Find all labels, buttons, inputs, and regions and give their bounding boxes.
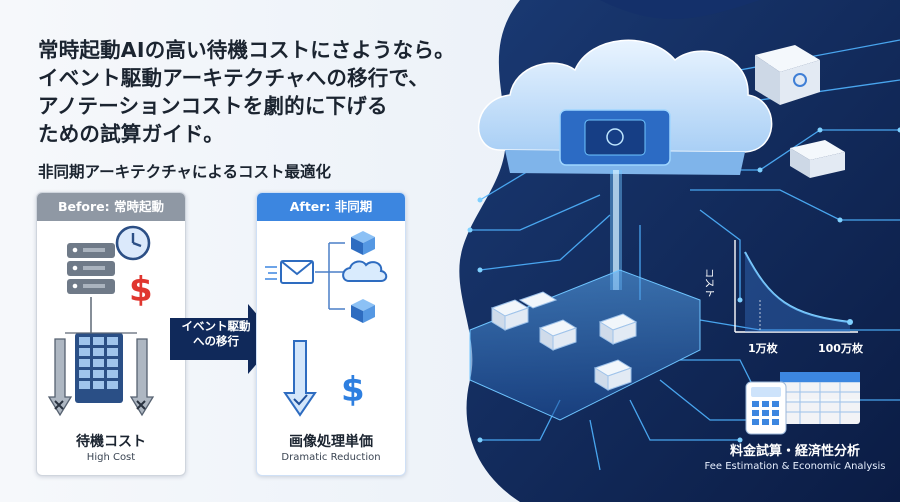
router-icon	[790, 140, 845, 178]
subheading: 非同期アーキテクチャによるコスト最適化	[38, 163, 331, 181]
after-card-title: 画像処理単価	[289, 434, 373, 450]
before-card: Before: 常時起動 $	[36, 192, 186, 476]
envelope-icon	[265, 260, 314, 284]
after-card-subtitle: Dramatic Reduction	[281, 452, 381, 463]
fee-analysis-subtitle: Fee Estimation & Economic Analysis	[704, 461, 886, 472]
dollar-icon: $	[341, 370, 365, 410]
after-illustration: $	[265, 231, 388, 417]
cube-icon	[351, 299, 375, 323]
cost-chart	[734, 240, 858, 333]
grid-table-icon	[75, 333, 123, 403]
before-card-subtitle: High Cost	[86, 452, 136, 463]
processor-chip-icon	[559, 109, 671, 166]
cost-chart-x-tick-2: 100万枚	[818, 342, 863, 355]
server-cube-icon	[755, 45, 820, 105]
before-card-header: Before: 常時起動	[37, 193, 185, 221]
before-illustration: $	[47, 225, 155, 417]
cost-chart-x-tick-1: 1万枚	[748, 342, 778, 355]
dollar-icon: $	[129, 270, 153, 310]
cost-chart-y-label: コスト	[703, 268, 714, 298]
right-arrow-icon	[170, 304, 278, 374]
before-card-title: 待機コスト	[76, 434, 146, 450]
clock-icon	[115, 225, 151, 261]
server-icon	[67, 243, 115, 294]
down-arrow-x-icon	[47, 338, 155, 417]
transition-arrow-line-1: イベント駆動	[181, 319, 251, 333]
after-card-header: After: 非同期	[257, 193, 405, 221]
headline-line-1: 常時起動AIの高い待機コストにさようなら。	[38, 38, 455, 62]
headline-line-3: アノテーションコストを劇的に下げる	[38, 94, 388, 118]
server-node-icons	[490, 291, 638, 391]
headline-line-4: ための試算ガイド。	[38, 122, 224, 146]
transition-arrow: イベント駆動 への移行	[170, 304, 278, 374]
cube-icon	[351, 231, 375, 255]
headline: 常時起動AIの高い待機コストにさようなら。 イベント駆動アーキテクチャへの移行で…	[38, 36, 498, 148]
cloud-icon	[342, 260, 388, 282]
down-arrow-check-icon	[283, 340, 317, 417]
headline-line-2: イベント駆動アーキテクチャへの移行で、	[38, 66, 430, 90]
transition-arrow-line-2: への移行	[193, 334, 239, 348]
calculator-icon	[745, 372, 860, 435]
fee-analysis-title: 料金試算・経済性分析	[729, 444, 860, 459]
after-card: After: 非同期 $ 画像処理単価 Dramati	[256, 192, 406, 476]
